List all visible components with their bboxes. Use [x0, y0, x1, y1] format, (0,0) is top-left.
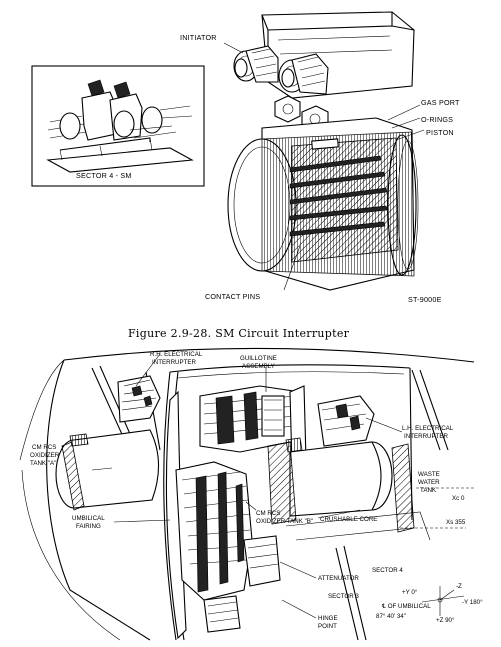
lh-interrupter — [317, 395, 375, 447]
label-tank-a-line1: CM RCS — [32, 444, 56, 451]
label-sector3: SECTOR 3 — [328, 593, 359, 600]
label-xc0: Xc 0 — [452, 495, 465, 502]
label-initiator: INITIATOR — [180, 33, 217, 42]
label-tank-b-line2: OXIDIZER TANK "B" — [256, 518, 313, 525]
label-tank-a-line2: OXIDIZER — [30, 452, 60, 459]
label-hinge-line1: HINGE — [318, 615, 338, 622]
label-axis-plus-z: +Z 90° — [436, 617, 455, 624]
rh-interrupter — [117, 375, 161, 423]
label-angle: 87° 40' 34" — [376, 613, 406, 620]
label-waste-line2: WATER — [418, 479, 440, 486]
contact-pins — [289, 155, 388, 237]
tank-a — [55, 429, 160, 511]
label-tank-b-line1: CM RCS — [256, 510, 280, 517]
label-lh-interrupter-line2: INTERRUPTER — [404, 433, 449, 440]
label-rh-interrupter-line1: R.H. ELECTRICAL — [150, 351, 203, 358]
label-waste-line1: WASTE — [418, 471, 440, 478]
label-umbilical-line1: UMBILICAL — [72, 515, 105, 522]
label-inset-sector4-sm: SECTOR 4 - SM — [76, 171, 132, 180]
label-waste-line3: TANK — [420, 487, 437, 494]
label-umbilical-line2: FAIRING — [76, 523, 101, 530]
label-hinge-line2: POINT — [318, 623, 337, 630]
label-sector4: SECTOR 4 — [372, 567, 403, 574]
label-piston: PISTON — [426, 128, 454, 137]
second-connector — [278, 53, 329, 95]
label-gas-port: GAS PORT — [421, 98, 460, 107]
circuit-interrupter-drawing — [223, 11, 425, 291]
label-guillotine-line1: GUILLOTINE — [240, 355, 277, 362]
label-lh-interrupter-line1: L.H. ELECTRICAL — [402, 425, 454, 432]
label-rh-interrupter-line2: INTERRUPTER — [152, 359, 197, 366]
label-axis-minus-y: -Y 180° — [462, 599, 483, 606]
lower-mechanism — [175, 461, 281, 633]
leader-lines — [223, 42, 425, 291]
axis-triad — [421, 586, 465, 616]
label-guillotine-line2: ASSEMBLY — [242, 363, 275, 370]
label-crushable-core: CRUSHABLE CORE — [320, 516, 377, 523]
label-xs355: Xs 355 — [446, 519, 466, 526]
label-contact-pins: CONTACT PINS — [205, 292, 260, 301]
waste-water-tank — [267, 437, 415, 533]
figure-caption: Figure 2.9-28. SM Circuit Interrupter — [128, 327, 350, 340]
label-tank-a-line3: TANK "A" — [30, 460, 56, 467]
leader-lines-fig2 — [91, 353, 403, 619]
label-axis-minus-z: -Z — [456, 583, 462, 590]
label-o-rings: O-RINGS — [421, 115, 453, 124]
label-drawing-number: ST-9000E — [408, 295, 442, 304]
label-cl-umbilical: ℄ OF UMBILICAL — [381, 603, 431, 610]
initiator-connector — [233, 45, 279, 83]
label-attenuator: ATTENUATOR — [318, 575, 359, 582]
label-axis-plus-y: +Y 0° — [402, 589, 418, 596]
sector-view-drawing — [19, 347, 475, 641]
inset-sector4-sm — [31, 65, 205, 187]
